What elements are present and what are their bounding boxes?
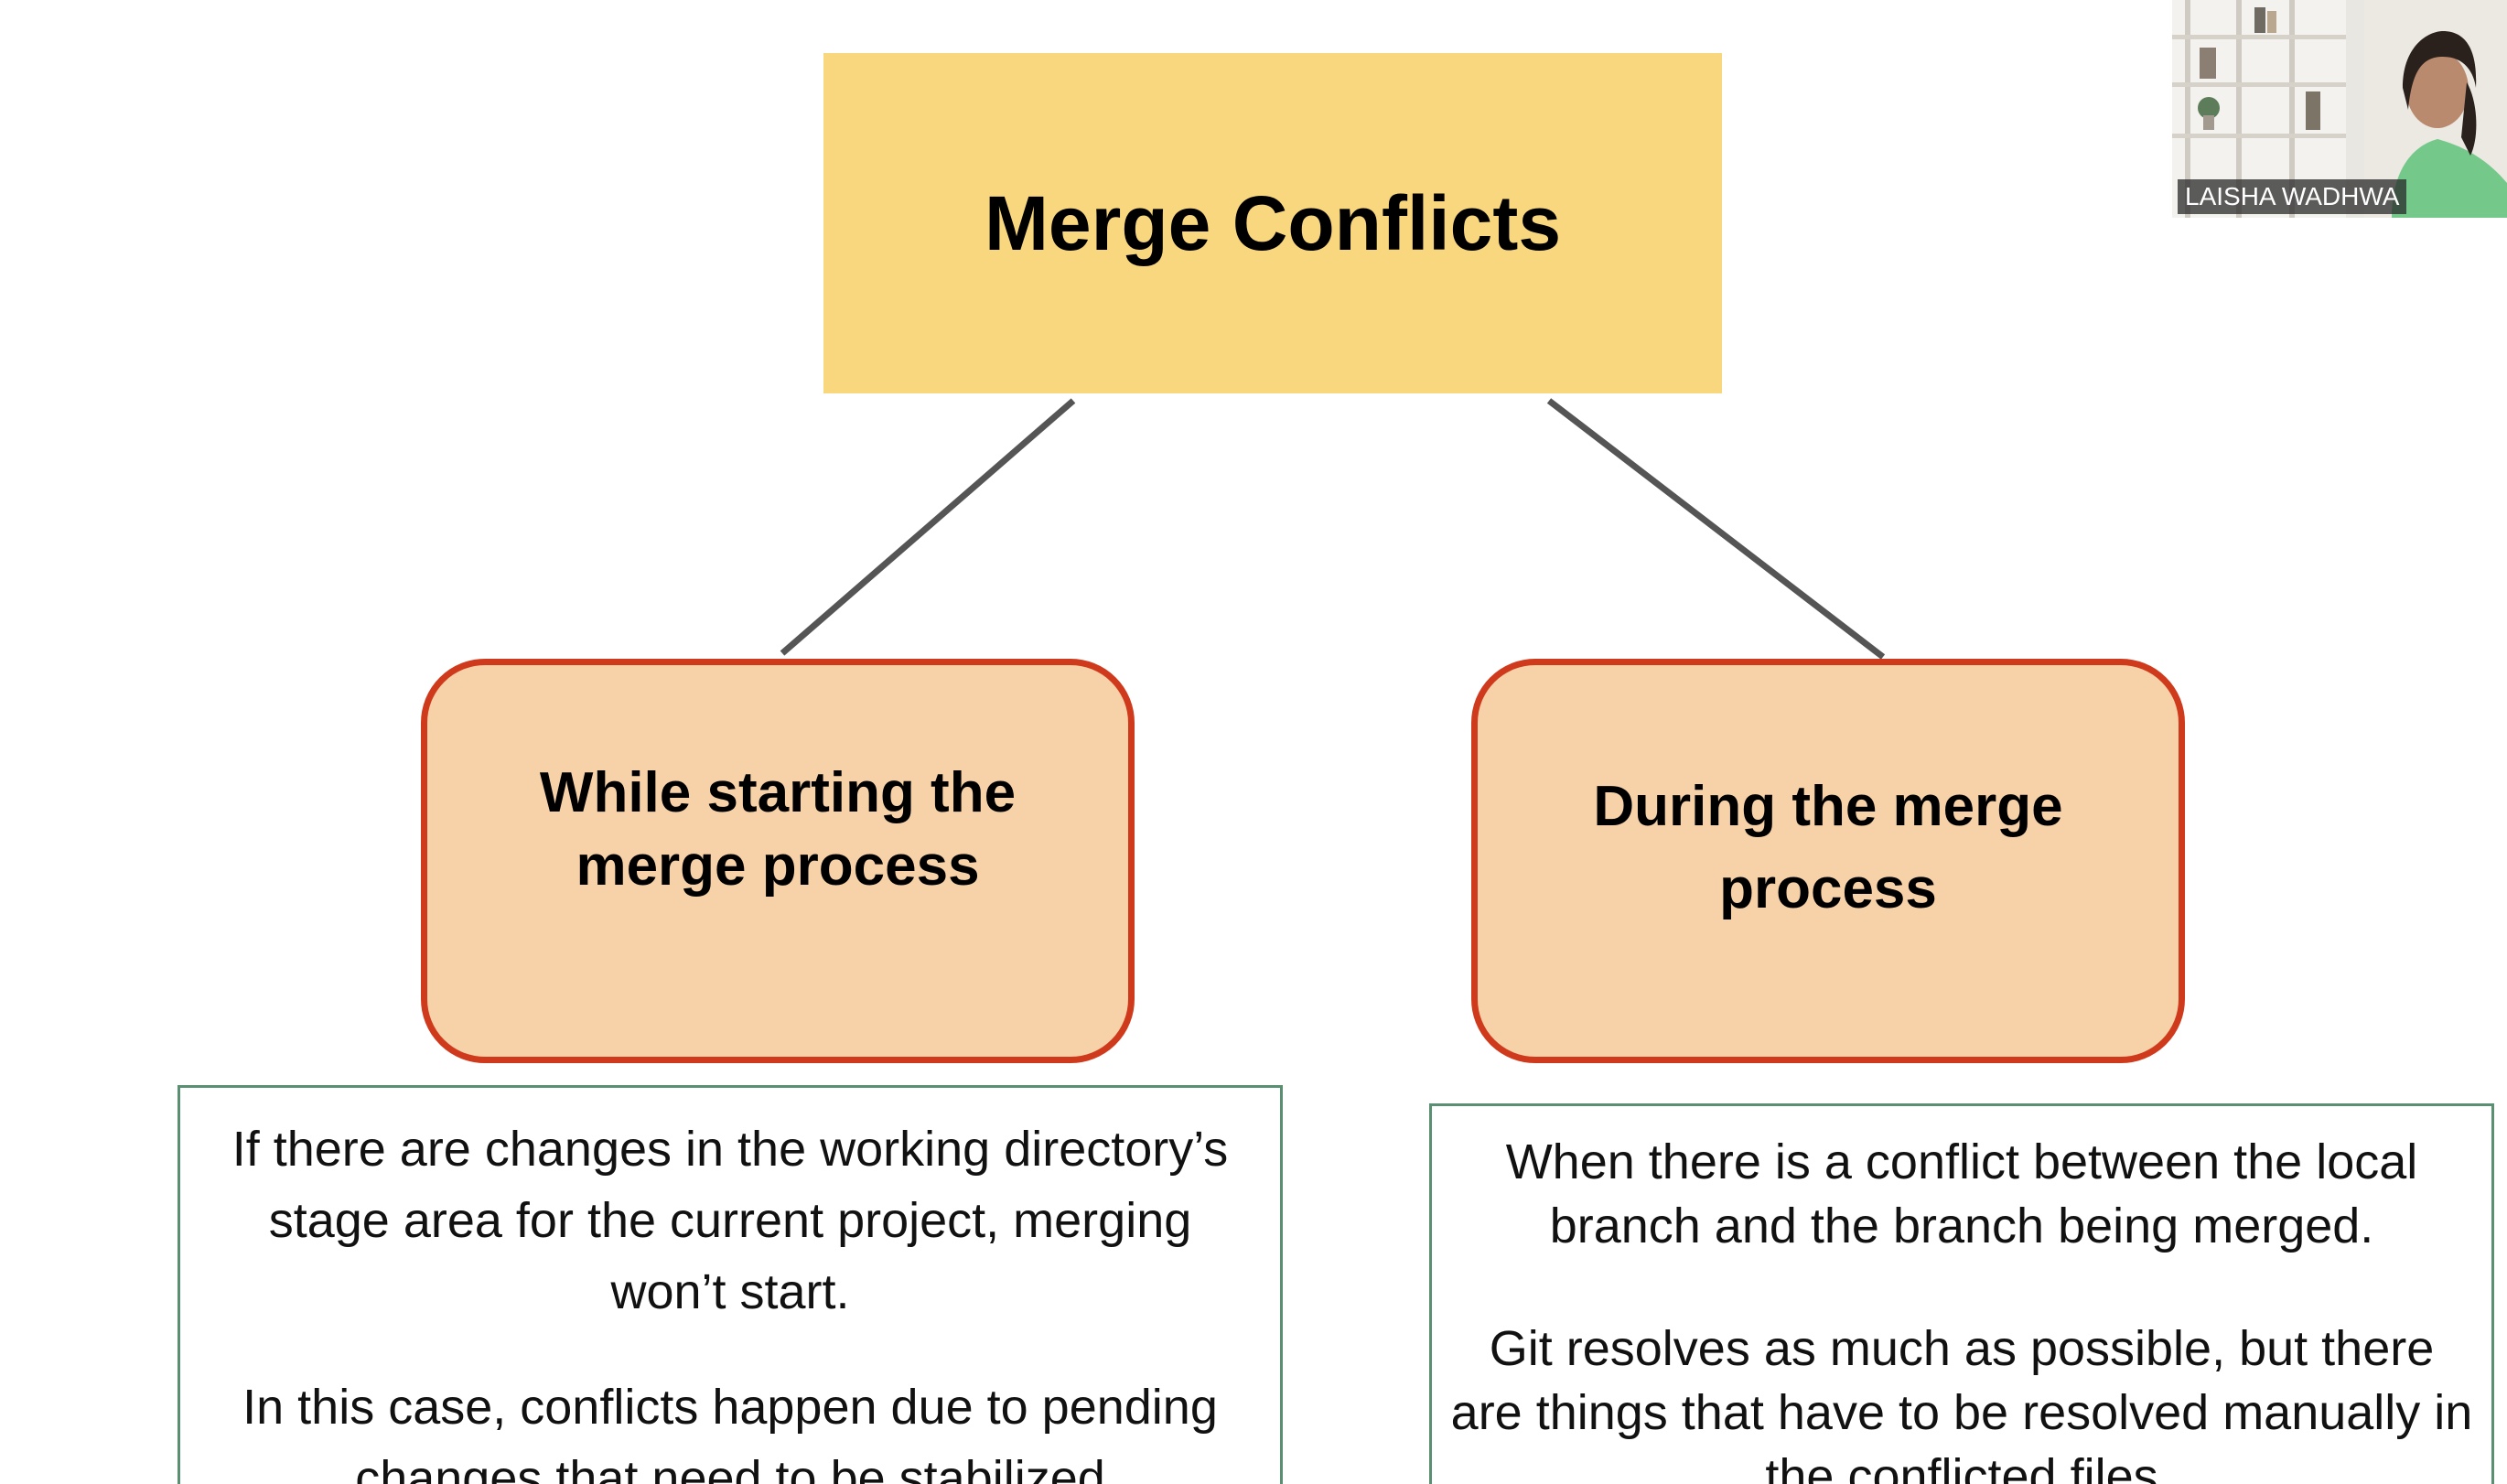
branch-label-during: During the merge process	[1593, 775, 2063, 920]
title-node: Merge Conflicts	[823, 53, 1722, 393]
connector-right	[1546, 398, 1886, 660]
description-during-para-1: When there is a conflict between the loc…	[1505, 1135, 2418, 1253]
webcam-overlay: LAISHA WADHWA	[2172, 0, 2507, 218]
description-box-during: When there is a conflict between the loc…	[1429, 1103, 2494, 1484]
connector-left	[780, 398, 1076, 656]
participant-name-label: LAISHA WADHWA	[2178, 179, 2407, 214]
branch-node-start: While starting the merge process	[421, 659, 1135, 1063]
description-start-para-2: In this case, conflicts happen due to pe…	[242, 1380, 1218, 1484]
branch-label-start: While starting the merge process	[539, 761, 1017, 898]
diagram-title: Merge Conflicts	[984, 179, 1562, 266]
description-during-para-2: Git resolves as much as possible, but th…	[1450, 1321, 2473, 1484]
webcam-feed-image	[2172, 0, 2507, 218]
branch-node-during: During the merge process	[1471, 659, 2185, 1063]
description-box-start: If there are changes in the working dire…	[178, 1085, 1283, 1484]
description-start-para-1: If there are changes in the working dire…	[231, 1122, 1229, 1319]
